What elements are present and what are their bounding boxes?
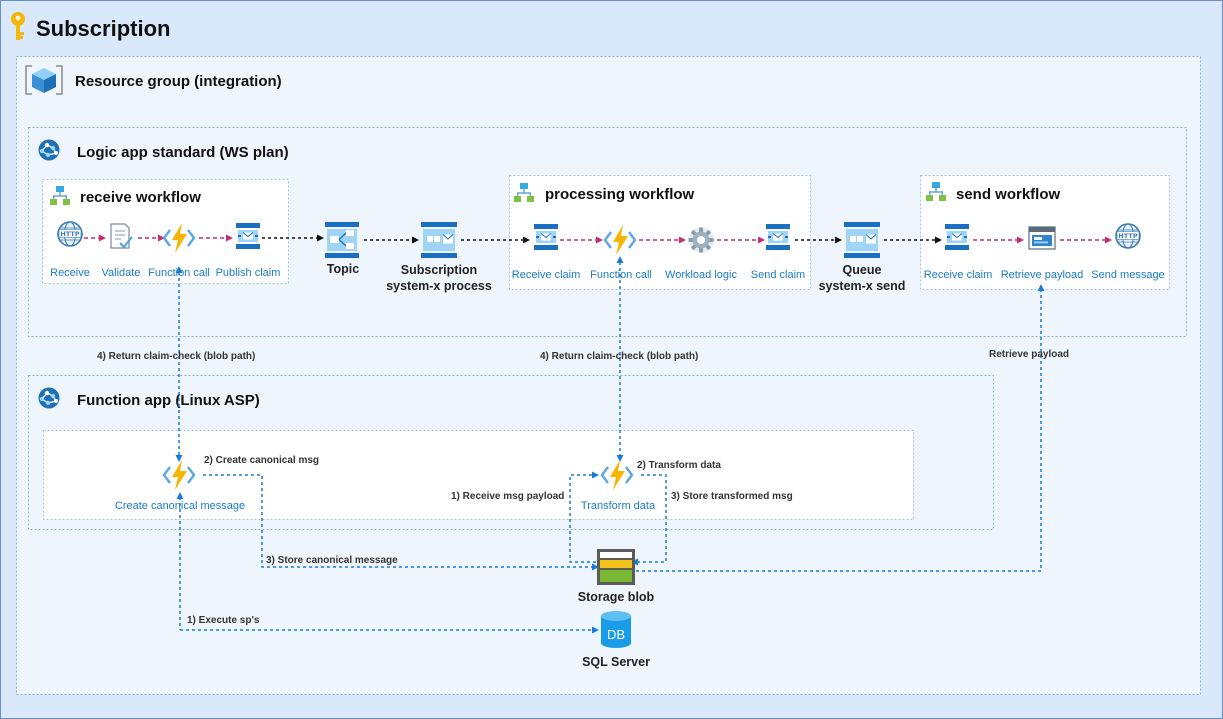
subscription-label-line1: Subscription [401, 263, 477, 277]
execute-sps-label: 1) Execute sp's [187, 615, 260, 626]
link-transform-storage [636, 474, 667, 563]
service-bus-icon [765, 223, 791, 251]
logic-app-title: Logic app standard (WS plan) [77, 144, 289, 161]
link-create-storage [203, 474, 593, 568]
function-call-step-label: Function call [148, 267, 210, 279]
create-canonical-label: Create canonical message [115, 500, 245, 512]
return-claim-label-1: 4) Return claim-check (blob path) [97, 351, 255, 362]
http-globe-icon [57, 221, 83, 247]
storage-blob-label: Storage blob [578, 590, 655, 604]
validate-step-label: Validate [102, 267, 141, 279]
function-app-inner-panel [43, 430, 914, 520]
browser-icon [1028, 226, 1056, 250]
service-bus-icon [533, 223, 559, 251]
transform-data-edge-label: 2) Transform data [637, 460, 721, 471]
sql-server-label: SQL Server [582, 655, 650, 669]
resource-group-title: Resource group (integration) [75, 73, 282, 90]
proc-function-call-label: Function call [590, 269, 652, 281]
send-claim-label: Send claim [751, 269, 805, 281]
link-storage-transform [569, 474, 596, 563]
cube-icon [25, 65, 63, 95]
subscription-title: Subscription [36, 16, 170, 41]
logic-app-icon [37, 138, 61, 162]
receive-workflow-title: receive workflow [80, 189, 201, 206]
return-claim-label-2: 4) Return claim-check (blob path) [540, 351, 698, 362]
function-app-title: Function app (Linux ASP) [77, 392, 260, 409]
send-message-step-label: Send message [1091, 269, 1164, 281]
database-icon: DB [601, 611, 631, 648]
workload-logic-label: Workload logic [665, 269, 737, 281]
key-icon [11, 12, 25, 40]
storage-blob-icon [597, 549, 635, 585]
retrieve-payload-edge-label: Retrieve payload [989, 349, 1069, 360]
database-badge: DB [607, 627, 625, 642]
send-receive-claim-label: Receive claim [924, 269, 992, 281]
publish-claim-step-label: Publish claim [216, 267, 281, 279]
receive-step-label: Receive [50, 267, 90, 279]
function-app-icon [37, 386, 61, 410]
http-globe-icon [1115, 223, 1141, 249]
link-storage-send [636, 290, 1042, 572]
proc-receive-claim-label: Receive claim [512, 269, 580, 281]
transform-data-label: Transform data [581, 500, 656, 512]
store-canonical-label: 3) Store canonical message [266, 555, 398, 566]
create-canonical-msg-label: 2) Create canonical msg [204, 455, 319, 466]
processing-workflow-title: processing workflow [545, 186, 695, 203]
subscription-label-line2: system-x process [386, 279, 492, 293]
store-transformed-label: 3) Store transformed msg [671, 491, 793, 502]
checklist-icon [110, 223, 133, 249]
retrieve-payload-step-label: Retrieve payload [1001, 269, 1084, 281]
receive-msg-payload-label: 1) Receive msg payload [451, 491, 564, 502]
processing-workflow-box [509, 175, 811, 290]
queue-label-line2: system-x send [819, 279, 906, 293]
gear-icon [688, 227, 714, 253]
send-workflow-title: send workflow [956, 186, 1061, 203]
queue-label-line1: Queue [843, 263, 882, 277]
service-bus-icon [235, 222, 261, 250]
topic-label: Topic [327, 262, 359, 276]
service-bus-icon [944, 223, 970, 251]
